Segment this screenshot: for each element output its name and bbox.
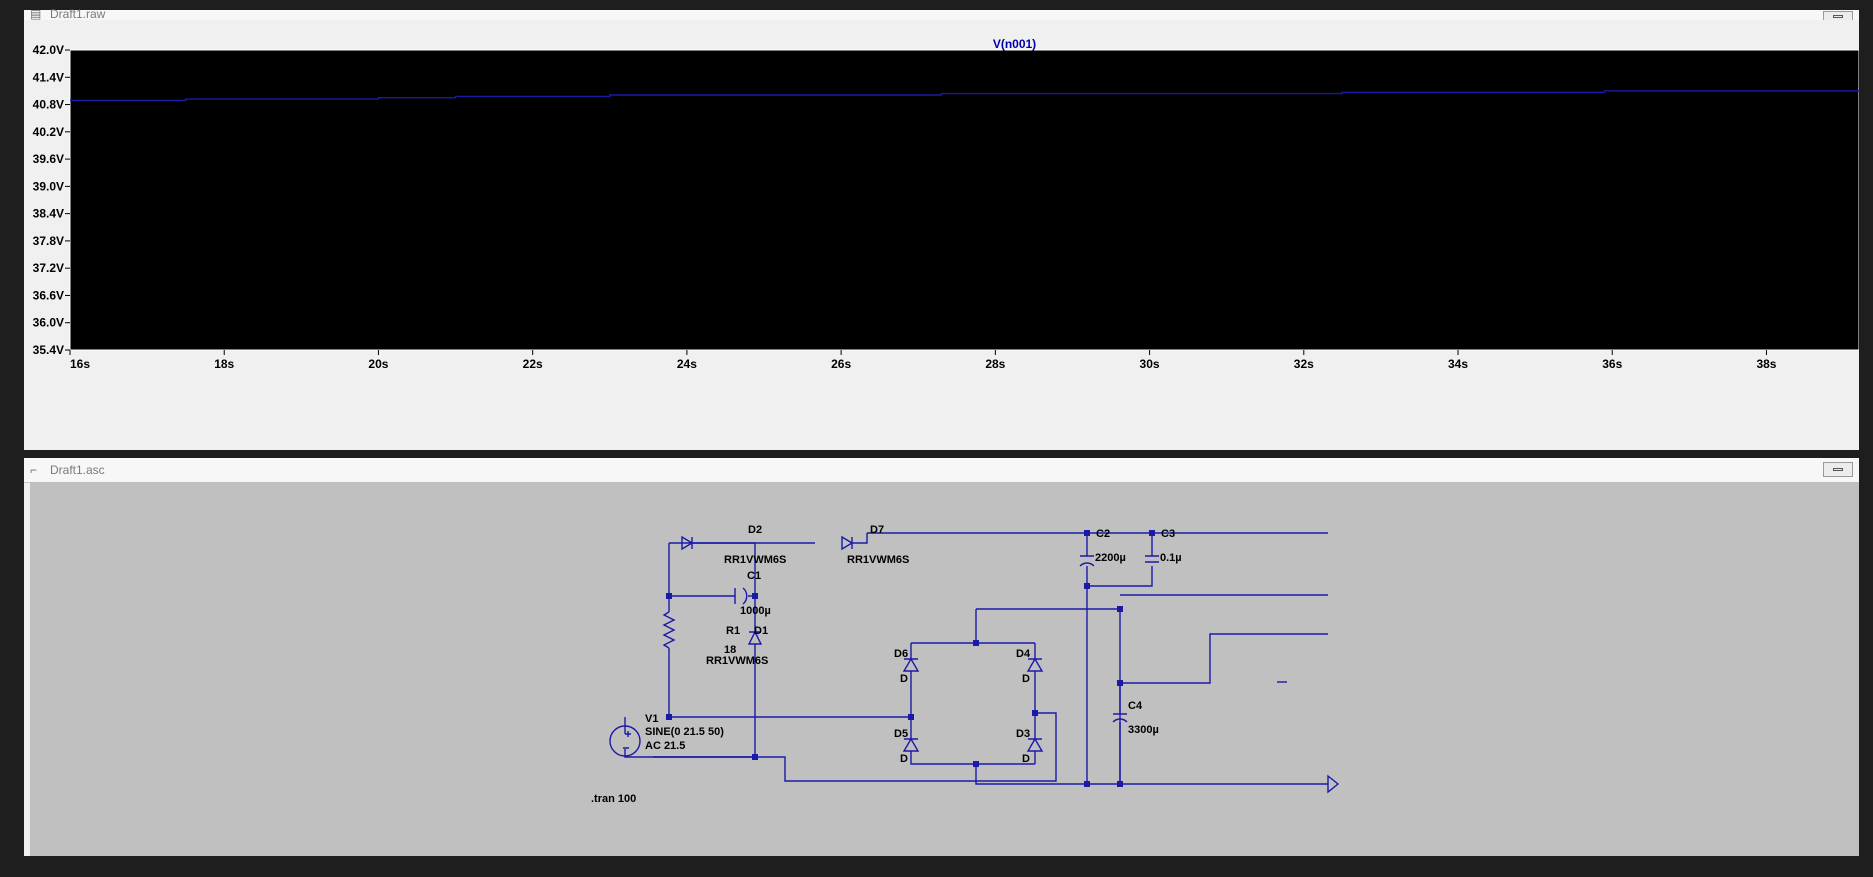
d3-ref: D3 (1016, 728, 1030, 740)
c1-ref: C1 (747, 570, 761, 582)
y-tick-label: 40.8V (33, 98, 64, 112)
x-tick-label: 26s (831, 357, 851, 371)
c2-ref: C2 (1096, 528, 1110, 540)
schematic-canvas[interactable]: D2 RR1VWM6S D7 RR1VWM6S C1 1000µ D1 RR1V… (24, 482, 1859, 856)
x-tick-label: 20s (368, 357, 388, 371)
c1-value: 1000µ (740, 605, 771, 617)
maximize-button[interactable] (1823, 462, 1853, 477)
x-tick-label: 16s (70, 357, 90, 371)
d2-ref: D2 (748, 524, 762, 536)
capacitor-c2[interactable] (1079, 555, 1095, 567)
trace-v-n001[interactable] (70, 90, 1859, 102)
x-tick-label: 30s (1140, 357, 1160, 371)
x-tick-label: 24s (677, 357, 697, 371)
d7-ref: D7 (870, 524, 884, 536)
diode-d5[interactable] (902, 737, 920, 752)
r1-value: 18 (724, 644, 736, 656)
x-tick-label: 32s (1294, 357, 1314, 371)
d1-ref: D1 (754, 625, 768, 637)
y-tick-label: 36.0V (33, 316, 64, 330)
resistor-r1[interactable] (662, 611, 676, 649)
diode-d6[interactable] (902, 657, 920, 672)
r1-ref: R1 (726, 625, 740, 637)
diode-d1[interactable] (747, 630, 763, 645)
d5-ref: D5 (894, 728, 908, 740)
tran-directive[interactable]: .tran 100 (591, 793, 636, 805)
capacitor-c1[interactable] (734, 587, 748, 605)
waveform-file-icon: ▤ (30, 7, 42, 21)
trace-label[interactable]: V(n001) (993, 37, 1036, 51)
diode-d7[interactable] (841, 535, 854, 551)
y-tick-label: 38.4V (33, 207, 64, 221)
schematic-window-title: Draft1.asc (50, 463, 105, 477)
capacitor-c4[interactable] (1112, 683, 1128, 784)
waveform-window[interactable]: ▤ Draft1.raw 42.0V 41.4V 40.8V 40.2V 39.6V 39… (24, 7, 1859, 450)
y-tick-label: 37.2V (33, 261, 64, 275)
capacitor-c3[interactable] (1145, 555, 1159, 563)
y-tick-label: 40.2V (33, 125, 64, 139)
plot-area[interactable] (69, 49, 1859, 351)
c3-value: 0.1µ (1160, 552, 1182, 564)
c4-value: 3300µ (1128, 724, 1159, 736)
d6-value: D (900, 673, 908, 685)
d3-value: D (1022, 753, 1030, 765)
y-tick-label: 36.6V (33, 288, 64, 302)
v1-value: SINE(0 21.5 50) (645, 726, 724, 738)
waveform-plot[interactable]: 42.0V 41.4V 40.8V 40.2V 39.6V 39.0V 38.4V 37.8V… (24, 20, 1859, 450)
c3-ref: C3 (1161, 528, 1175, 540)
waveform-window-title: Draft1.raw (50, 7, 106, 21)
x-tick-label: 38s (1756, 357, 1776, 371)
x-tick-label: 36s (1602, 357, 1622, 371)
x-tick-label: 28s (985, 357, 1005, 371)
d1-value: RR1VWM6S (706, 655, 768, 667)
y-tick-label: 39.0V (33, 179, 64, 193)
diode-d3[interactable] (1026, 737, 1044, 752)
schematic-window[interactable]: ⌐ Draft1.asc (24, 458, 1859, 856)
v1-value2: AC 21.5 (645, 740, 685, 752)
d2-value: RR1VWM6S (724, 554, 786, 566)
y-tick-label: 41.4V (33, 70, 64, 84)
junction-dots (666, 530, 1155, 787)
y-tick-label: 37.8V (33, 234, 64, 248)
schematic-background (30, 482, 1859, 856)
c4-ref: C4 (1128, 700, 1143, 712)
v1-ref: V1 (645, 713, 658, 725)
y-tick-label: 35.4V (33, 343, 64, 357)
schematic-titlebar[interactable]: ⌐ Draft1.asc (24, 458, 1859, 483)
d6-ref: D6 (894, 648, 908, 660)
d4-value: D (1022, 673, 1030, 685)
voltage-source-v1[interactable] (609, 725, 641, 757)
d4-ref: D4 (1016, 648, 1031, 660)
d7-value: RR1VWM6S (847, 554, 909, 566)
d5-value: D (900, 753, 908, 765)
y-tick-label: 39.6V (33, 152, 64, 166)
x-tick-label: 22s (523, 357, 543, 371)
diode-d4[interactable] (1026, 657, 1044, 672)
diode-d2[interactable] (681, 535, 694, 551)
c2-value: 2200µ (1095, 552, 1126, 564)
schematic-wires (624, 532, 1340, 794)
y-tick-label: 42.0V (33, 43, 64, 57)
schematic-file-icon: ⌐ (30, 463, 38, 477)
x-tick-label: 18s (214, 357, 234, 371)
x-tick-label: 34s (1448, 357, 1468, 371)
